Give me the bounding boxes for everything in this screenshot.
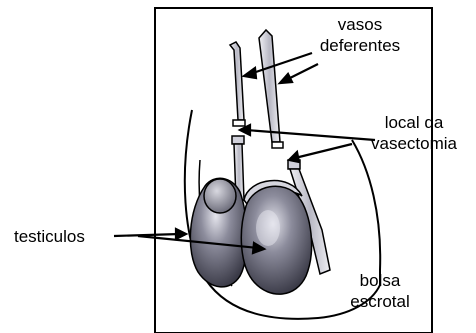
left-vas-cut-bottom bbox=[232, 136, 244, 144]
label-testicles: testiculos bbox=[14, 226, 85, 247]
pointer-cut-right bbox=[295, 144, 352, 158]
label-scrotum-line2: escrotal bbox=[335, 291, 425, 312]
pointer-cut-right-head bbox=[289, 152, 299, 162]
left-epididymis bbox=[204, 179, 236, 213]
pointer-vas-right-head bbox=[280, 74, 292, 83]
label-vas-deferens: vasos deferentes bbox=[305, 14, 415, 56]
label-vasectomy-site: local da vasectomia bbox=[355, 112, 473, 154]
right-testicle-highlight bbox=[256, 210, 280, 246]
label-vasectomy-site-line1: local da bbox=[355, 112, 473, 133]
label-scrotum: bolsa escrotal bbox=[335, 270, 425, 312]
right-vas-cut-top bbox=[272, 142, 283, 148]
label-vas-deferens-line1: vasos bbox=[305, 14, 415, 35]
left-vas-deferens-upper bbox=[230, 42, 244, 120]
pointer-testicle-left-head bbox=[176, 229, 186, 239]
label-scrotum-line1: bolsa bbox=[335, 270, 425, 291]
pointer-testicle-left bbox=[114, 234, 180, 236]
right-vas-deferens-upper bbox=[259, 30, 280, 142]
label-vas-deferens-line2: deferentes bbox=[305, 35, 415, 56]
left-vas-cut-top bbox=[233, 120, 245, 126]
pointer-vas-left-head bbox=[244, 68, 256, 78]
label-vasectomy-site-line2: vasectomia bbox=[355, 133, 473, 154]
